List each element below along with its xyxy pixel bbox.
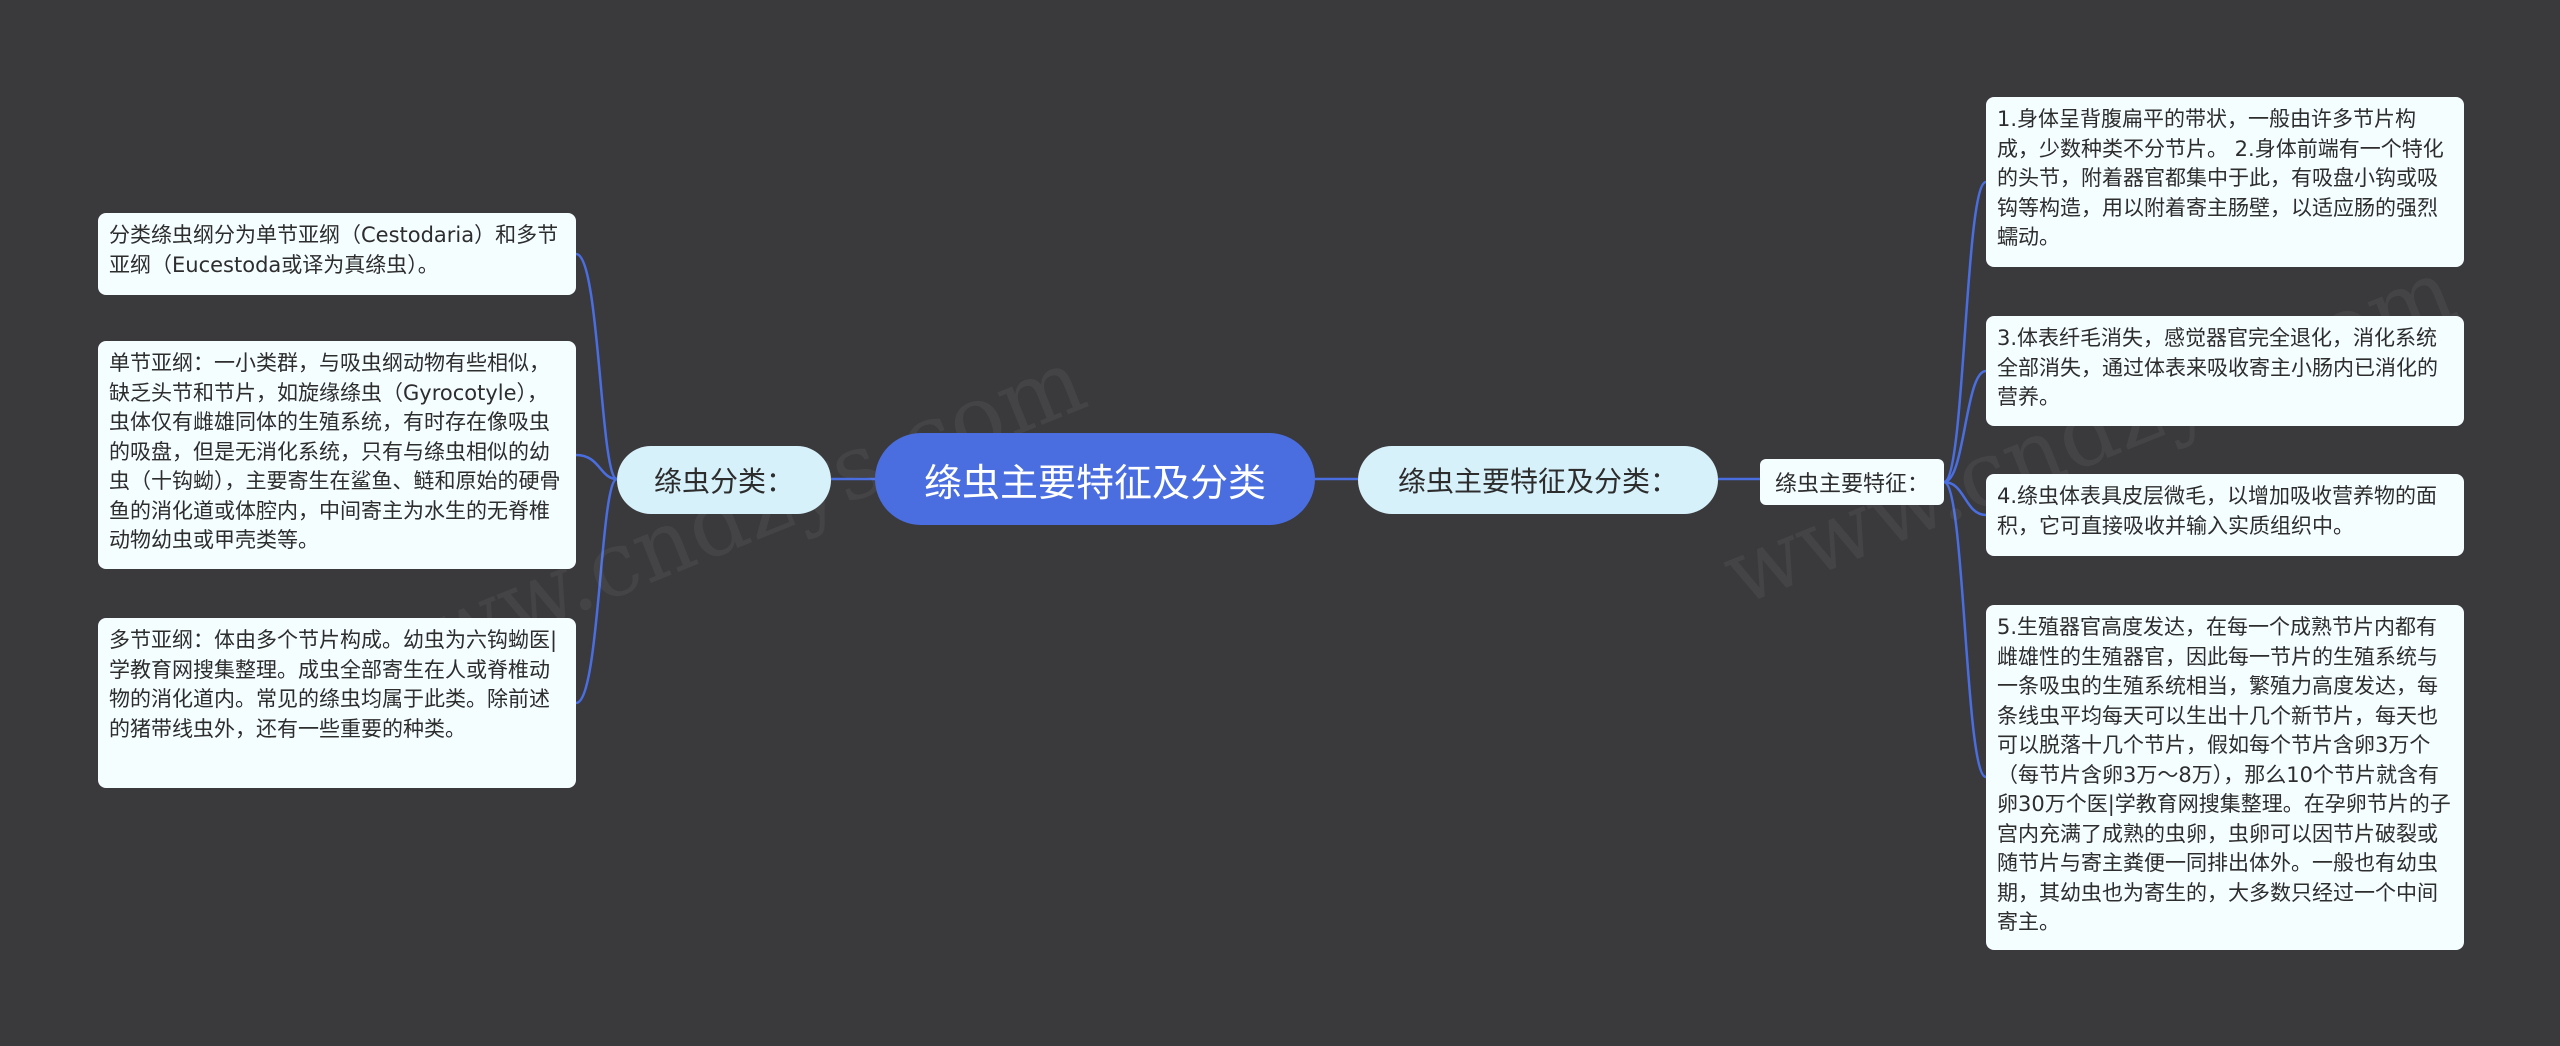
- link-sub-leaf-4: [1943, 480, 1987, 779]
- branch-classification[interactable]: 绦虫分类：: [617, 446, 831, 514]
- leaf-classification-overview[interactable]: 分类绦虫纲分为单节亚纲（Cestodaria）和多节亚纲（Eucestoda或译…: [98, 213, 576, 295]
- leaf-feature-reproduction[interactable]: 5.生殖器官高度发达，在每一个成熟节片内都有雌雄性的生殖器官，因此每一节片的生殖…: [1986, 605, 2464, 950]
- sub-topic-main-features[interactable]: 绦虫主要特征：: [1760, 459, 1944, 505]
- link-left-leaf-2: [575, 453, 618, 481]
- leaf-feature-microtriches[interactable]: 4.绦虫体表具皮层微毛，以增加吸收营养物的面积，它可直接吸收并输入实质组织中。: [1986, 474, 2464, 556]
- link-sub-leaf-1: [1942, 180, 1988, 484]
- link-sub-leaf-2: [1943, 369, 1987, 484]
- leaf-feature-no-digestive-system[interactable]: 3.体表纤毛消失，感觉器官完全退化，消化系统全部消失，通过体表来吸收寄主小肠内已…: [1986, 316, 2464, 426]
- link-left-leaf-3: [575, 477, 619, 705]
- link-sub-leaf-3: [1943, 480, 1987, 517]
- leaf-eucestoda[interactable]: 多节亚纲：体由多个节片构成。幼虫为六钩蚴医|学教育网搜集整理。成虫全部寄生在人或…: [98, 618, 576, 788]
- root-topic[interactable]: 绦虫主要特征及分类: [875, 433, 1315, 525]
- branch-features-and-classification[interactable]: 绦虫主要特征及分类：: [1358, 446, 1718, 514]
- leaf-feature-body-and-scolex[interactable]: 1.身体呈背腹扁平的带状，一般由许多节片构成，少数种类不分节片。 2.身体前端有…: [1986, 97, 2464, 267]
- leaf-cestodaria[interactable]: 单节亚纲：一小类群，与吸虫纲动物有些相似，缺乏头节和节片，如旋缘绦虫（Gyroc…: [98, 341, 576, 569]
- link-left-leaf-1: [575, 252, 619, 481]
